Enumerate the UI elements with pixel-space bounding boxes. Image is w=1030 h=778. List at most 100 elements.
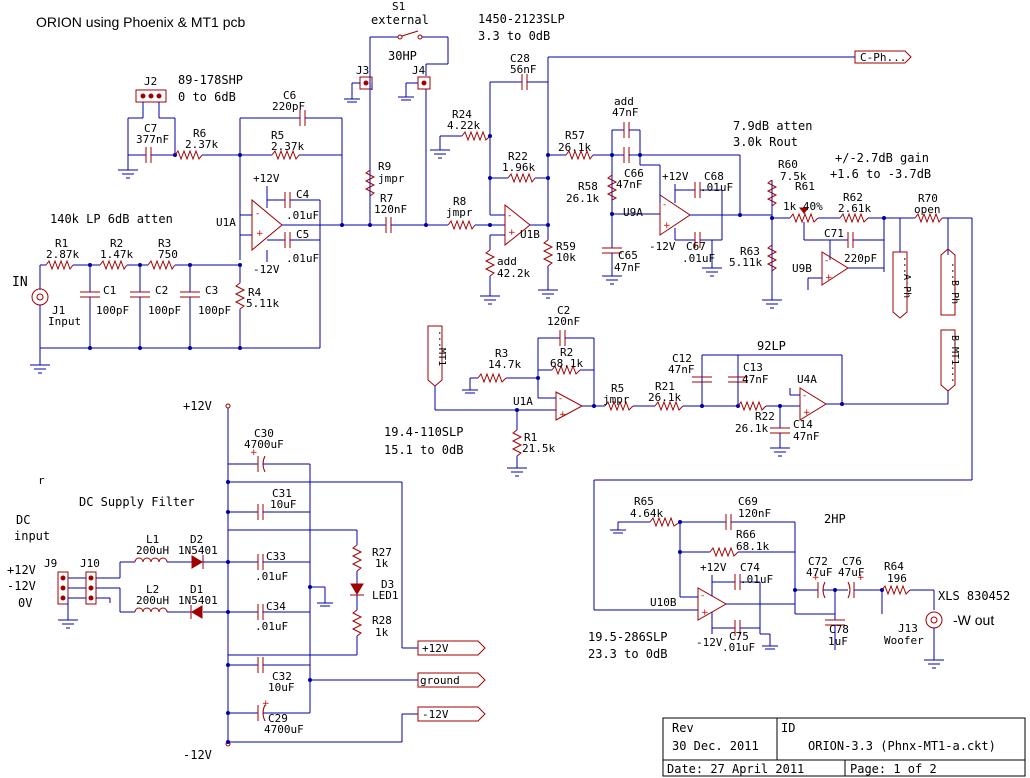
c78-val: 1uF — [828, 635, 848, 648]
shelf-section: 89-178SHP 0 to 6dB J2 C7 377nF R6 2.37k … — [118, 73, 343, 260]
in-label: IN — [12, 275, 28, 290]
r59-ref: R59 — [556, 240, 576, 253]
out-p12: +12V — [422, 642, 449, 655]
r8-val: jmpr — [446, 206, 473, 219]
lp92-range: 15.1 to 0dB — [384, 443, 463, 457]
add-ref: add — [497, 255, 517, 268]
lp92-section: ...MT1 R3 14.7k C2 120nF R2 68.1k -+ U1A… — [384, 304, 960, 477]
j13-ref: J13 — [898, 622, 918, 635]
c67-ref: C67 — [686, 240, 706, 253]
u1a-plus: +12V — [253, 172, 280, 185]
c6-val: 220pF — [272, 100, 305, 113]
c69-ref: C69 — [738, 495, 758, 508]
d1-val: 1N5401 — [178, 594, 218, 607]
svg-text:+: + — [857, 573, 865, 583]
add-val: 42.2k — [497, 267, 530, 280]
r64-val: 196 — [887, 572, 907, 585]
j10-ref: J10 — [80, 557, 100, 570]
c66-ref: C66 — [624, 167, 644, 180]
svg-text:+: + — [701, 608, 709, 618]
j4-ref: J4 — [412, 64, 426, 77]
tag-c-ph: C-Ph... — [860, 51, 906, 64]
lp92-r5-val: jmpr — [603, 393, 630, 406]
shelf-label: 89-178SHP — [178, 73, 243, 87]
r63-ref: R63 — [740, 245, 760, 258]
u9a-minus: -12V — [649, 240, 676, 253]
lp92-r21-val: 26.1k — [648, 391, 681, 404]
schematic-title: ORION using Phoenix & MT1 pcb — [36, 14, 246, 30]
r61-val: 1k 40% — [783, 200, 823, 213]
woofer-section: R65 4.64k C69 120nF R66 68.1k -+ U10B +1… — [588, 480, 1010, 669]
c33-val: .01uF — [255, 570, 288, 583]
r66-ref: R66 — [736, 528, 756, 541]
c1-val: 100pF — [96, 304, 129, 317]
svg-text:-: - — [559, 394, 562, 404]
c65-ref: C65 — [618, 249, 638, 262]
out-ground: ground — [420, 674, 460, 687]
d1-ref: D1 — [190, 583, 203, 596]
atten-gain-section: 7.9dB atten 3.0k Rout +/-2.7dB gain +1.6… — [594, 119, 973, 481]
d3-val: LED1 — [372, 589, 399, 602]
d2-val: 1N5401 — [178, 544, 218, 557]
lp92-c14-ref: C14 — [793, 418, 813, 431]
svg-text:r: r — [38, 474, 45, 487]
r22a-ref: R22 — [508, 150, 528, 163]
r28-ref: R28 — [372, 614, 392, 627]
supply-title: DC Supply Filter — [79, 495, 195, 509]
lp92-label: 92LP — [757, 339, 786, 353]
id-label: ID — [781, 721, 795, 735]
r28-val: 1k — [375, 626, 389, 639]
hp30-label: 30HP — [388, 49, 417, 63]
r1-ref: R1 — [55, 237, 68, 250]
tag-b-mt1: B-MT1... — [949, 335, 960, 383]
r2-ref: R2 — [110, 237, 123, 250]
r3-ref: R3 — [158, 237, 171, 250]
r3-val: 750 — [158, 248, 178, 261]
u1b-name: U1B — [520, 228, 540, 241]
c67-val: .01uF — [682, 252, 715, 265]
dc-m12: -12V — [7, 579, 36, 593]
rev-label: Rev — [672, 721, 694, 735]
d3-ref: D3 — [381, 578, 394, 591]
j3-ref: J3 — [356, 64, 369, 77]
u1a-name: U1A — [216, 216, 236, 229]
add2-ref: add — [614, 95, 634, 108]
rev-value: 30 Dec. 2011 — [672, 739, 759, 753]
r58-ref: R58 — [578, 180, 598, 193]
c30-val: 4700uF — [244, 438, 284, 451]
l2-val: 200uH — [136, 594, 169, 607]
gain-line1: +/-2.7dB gain — [835, 151, 929, 165]
c65-val: 47nF — [614, 261, 641, 274]
r65-val: 4.64k — [630, 507, 663, 520]
c32-val: 10uF — [268, 681, 295, 694]
c7-val: 377nF — [136, 133, 169, 146]
lp92-c2-ref: C2 — [557, 304, 570, 317]
c2-ref: C2 — [155, 284, 168, 297]
woofer-out: -W out — [953, 612, 994, 628]
j1-sub: Input — [48, 315, 81, 328]
r57-val: 26.1k — [558, 141, 591, 154]
bottom-rail: -12V — [183, 748, 212, 762]
l2-ref: L2 — [146, 583, 159, 596]
dc-supply-section: DC Supply Filter r DC input +12V -12V 0V… — [7, 399, 486, 762]
svg-text:+: + — [812, 573, 820, 583]
c4-val: .01uF — [286, 209, 319, 222]
add2-val: 47nF — [612, 106, 639, 119]
s1-label: external — [371, 13, 429, 27]
u1a-opamp: -+ U1A +12V -12V C4 .01uF C5 .01uF — [216, 172, 344, 276]
svg-text:+: + — [508, 228, 516, 238]
lp92-c12-val: 47nF — [668, 363, 695, 376]
r58-val: 26.1k — [566, 192, 599, 205]
tag-b-ph: ...B-Ph — [949, 262, 960, 304]
lp92-r22-ref: R22 — [755, 410, 775, 423]
c7-ref: C7 — [144, 122, 157, 135]
lp92-r22-val: 26.1k — [735, 422, 768, 435]
c34-val: .01uF — [255, 620, 288, 633]
lp92-r2-val: 68.1k — [550, 357, 583, 370]
lp92-c2-val: 120nF — [547, 315, 580, 328]
r6-val: 2.37k — [185, 138, 218, 151]
c34-ref: C34 — [266, 600, 286, 613]
svg-text:+: + — [256, 229, 264, 239]
c5-val: .01uF — [286, 252, 319, 265]
r27-val: 1k — [375, 557, 389, 570]
